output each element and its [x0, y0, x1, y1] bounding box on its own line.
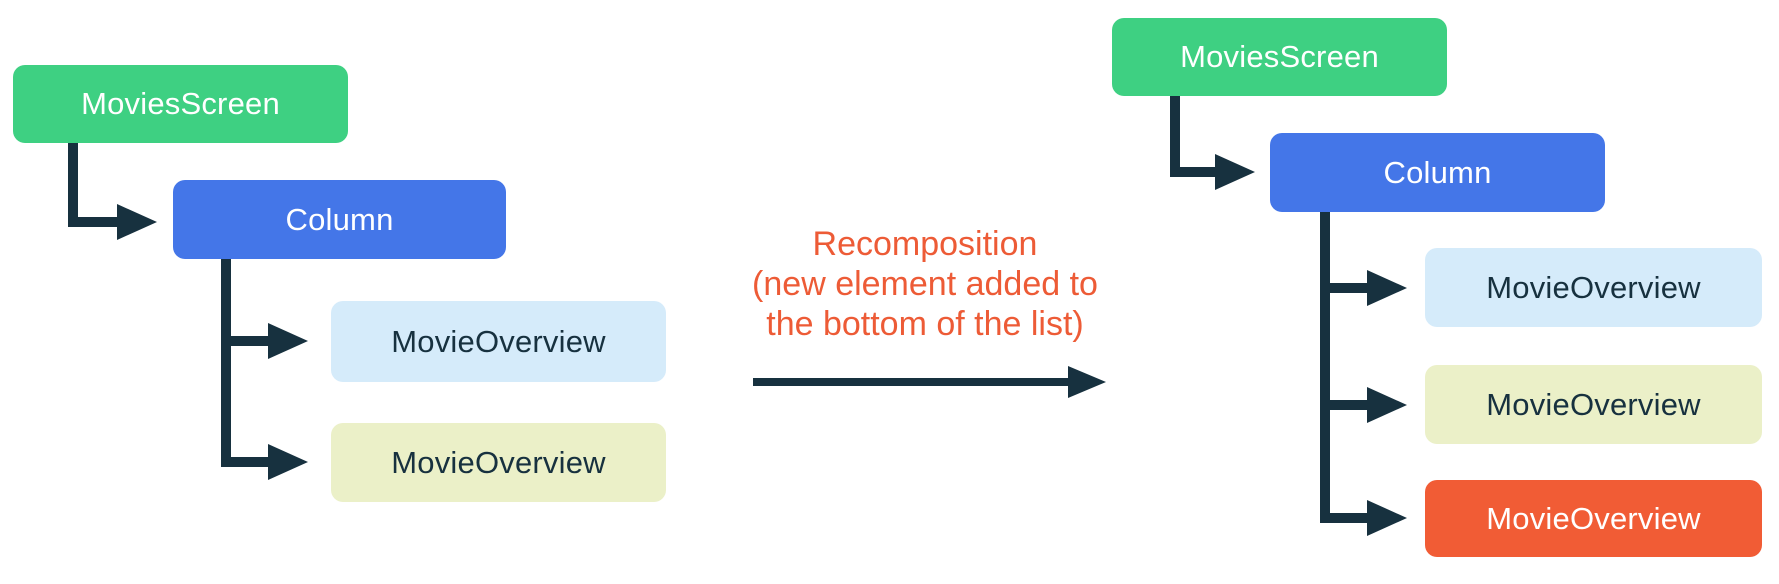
right-node-movie-overview-1: MovieOverview [1425, 248, 1762, 327]
right-node-column: Column [1270, 133, 1605, 212]
caption-line-3: the bottom of the list) [766, 305, 1084, 343]
left-branch1-horizontal [221, 336, 268, 346]
left-node-movie-overview-2: MovieOverview [331, 423, 666, 502]
right-arrowhead-icon-1 [1215, 154, 1255, 190]
left-node-movie-overview-1: MovieOverview [331, 301, 666, 382]
left-connector-elbow1-horizontal [68, 217, 117, 227]
left-connector-elbow1-vertical [68, 143, 78, 227]
right-node-movie-overview-2: MovieOverview [1425, 365, 1762, 444]
caption-line-1: Recomposition [812, 225, 1038, 263]
left-arrowhead-icon-2 [268, 323, 308, 359]
right-branch1-horizontal [1320, 283, 1367, 293]
recomposition-caption: Recomposition (new element added to the … [700, 224, 1150, 344]
left-node-column: Column [173, 180, 506, 259]
recomposition-arrowhead-icon [1068, 366, 1106, 398]
left-branch2-horizontal [221, 457, 268, 467]
recomposition-arrow-line [753, 378, 1069, 386]
right-arrowhead-icon-4 [1367, 500, 1407, 536]
left-connector-trunk-vertical [221, 259, 231, 467]
left-arrowhead-icon-1 [117, 204, 157, 240]
right-branch3-horizontal [1320, 513, 1367, 523]
right-node-movie-overview-3-new: MovieOverview [1425, 480, 1762, 557]
right-connector-elbow1-horizontal [1170, 167, 1215, 177]
left-node-movies-screen: MoviesScreen [13, 65, 348, 143]
right-connector-trunk-vertical [1320, 212, 1330, 523]
right-connector-elbow1-vertical [1170, 96, 1180, 177]
right-node-movies-screen: MoviesScreen [1112, 18, 1447, 96]
left-arrowhead-icon-3 [268, 444, 308, 480]
right-arrowhead-icon-2 [1367, 270, 1407, 306]
caption-line-2: (new element added to [752, 265, 1098, 303]
right-branch2-horizontal [1320, 400, 1367, 410]
right-arrowhead-icon-3 [1367, 387, 1407, 423]
